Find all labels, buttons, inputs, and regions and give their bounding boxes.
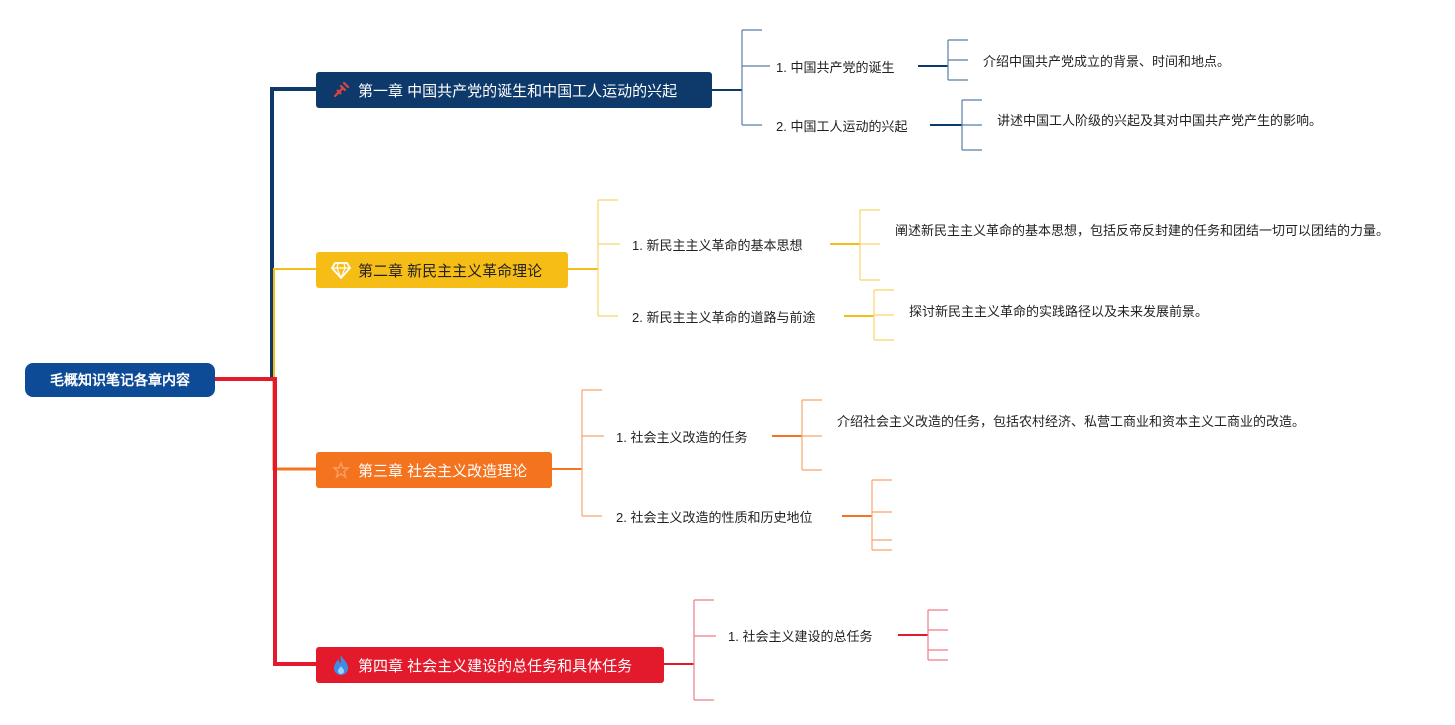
root-to-chapter4-line — [215, 377, 316, 666]
root-to-chapter1-line — [215, 87, 316, 381]
chapter2-item2-note: 探讨新民主主义革命的实践路径以及未来发展前景。 — [909, 304, 1209, 319]
chapter2-topic[interactable]: 第二章 新民主主义革命理论 — [316, 252, 568, 288]
chapter1-branch-lines — [712, 29, 982, 151]
root-to-chapter3-line — [215, 377, 316, 471]
chapter3-label: 第三章 社会主义改造理论 — [358, 462, 528, 480]
chapter2-label: 第二章 新民主主义革命理论 — [358, 262, 543, 280]
chapter3-item1[interactable]: 1. 社会主义改造的任务 — [616, 427, 748, 445]
star-icon — [330, 459, 352, 481]
diamond-icon — [330, 259, 352, 281]
chapter2-item2[interactable]: 2. 新民主主义革命的道路与前途 — [632, 307, 816, 325]
root-topic[interactable]: 毛概知识笔记各章内容 — [25, 363, 215, 397]
chapter4-item1-label: 1. 社会主义建设的总任务 — [728, 628, 873, 644]
chapter4-branch-lines — [664, 599, 948, 701]
chapter3-topic[interactable]: 第三章 社会主义改造理论 — [316, 452, 552, 488]
chapter1-item1[interactable]: 1. 中国共产党的诞生 — [776, 57, 895, 75]
chapter2-item1-label: 1. 新民主主义革命的基本思想 — [632, 237, 803, 253]
chapter1-item2[interactable]: 2. 中国工人运动的兴起 — [776, 116, 908, 134]
chapter3-branch-lines — [552, 389, 892, 551]
chapter1-item2-note: 讲述中国工人阶级的兴起及其对中国共产党产生的影响。 — [997, 113, 1323, 128]
chapter3-item2[interactable]: 2. 社会主义改造的性质和历史地位 — [616, 507, 813, 525]
chapter3-item2-label: 2. 社会主义改造的性质和历史地位 — [616, 509, 813, 525]
chapter1-item1-label: 1. 中国共产党的诞生 — [776, 59, 895, 75]
chapter2-item2-label: 2. 新民主主义革命的道路与前途 — [632, 309, 816, 325]
root-to-chapter2-line — [272, 268, 316, 380]
chapter4-item1[interactable]: 1. 社会主义建设的总任务 — [728, 626, 873, 644]
chapter2-branch-lines — [568, 199, 894, 341]
chapter4-label: 第四章 社会主义建设的总任务和具体任务 — [358, 657, 633, 675]
chapter1-item1-note: 介绍中国共产党成立的背景、时间和地点。 — [983, 54, 1231, 69]
chapter2-item1[interactable]: 1. 新民主主义革命的基本思想 — [632, 235, 803, 253]
chapter1-topic[interactable]: 第一章 中国共产党的诞生和中国工人运动的兴起 — [316, 72, 712, 108]
chapter2-item1-note: 阐述新民主主义革命的基本思想，包括反帝反封建的任务和团结一切可以团结的力量。 — [895, 223, 1390, 238]
chapter3-item1-note: 介绍社会主义改造的任务，包括农村经济、私营工商业和资本主义工商业的改造。 — [837, 414, 1306, 429]
chapter1-label: 第一章 中国共产党的诞生和中国工人运动的兴起 — [358, 82, 678, 100]
flame-icon — [330, 654, 352, 676]
chapter3-item1-label: 1. 社会主义改造的任务 — [616, 429, 748, 445]
tools-icon — [330, 79, 352, 101]
chapter1-item2-label: 2. 中国工人运动的兴起 — [776, 118, 908, 134]
chapter4-topic[interactable]: 第四章 社会主义建设的总任务和具体任务 — [316, 647, 664, 683]
